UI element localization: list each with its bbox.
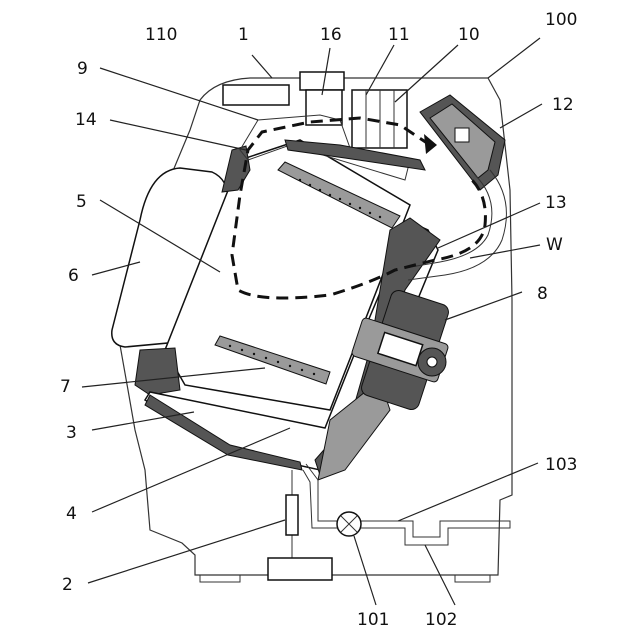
label-6: 6 — [68, 266, 79, 286]
label-4: 4 — [66, 504, 77, 524]
label-3: 3 — [66, 423, 77, 443]
drum-bottom-rim — [135, 348, 180, 395]
damper — [268, 470, 332, 580]
label-7: 7 — [60, 377, 71, 397]
drain-pipe — [303, 464, 510, 545]
airflow-arrow — [424, 134, 437, 154]
label-12: 12 — [552, 95, 574, 115]
label-110: 110 — [145, 25, 177, 45]
label-8: 8 — [537, 284, 548, 304]
label-11: 11 — [388, 25, 410, 45]
label-103: 103 — [545, 455, 577, 475]
front-foot — [200, 575, 240, 582]
label-1: 1 — [238, 25, 249, 45]
label-16: 16 — [320, 25, 342, 45]
label-102: 102 — [425, 610, 457, 630]
label-2: 2 — [62, 575, 73, 595]
rear-foot — [455, 575, 490, 582]
label-100: 100 — [545, 10, 577, 30]
label-101: 101 — [357, 610, 389, 630]
label-9: 9 — [77, 59, 88, 79]
label-13: 13 — [545, 193, 567, 213]
control-panel — [223, 85, 289, 105]
label-14: 14 — [75, 110, 97, 130]
label-10: 10 — [458, 25, 480, 45]
label-W: W — [546, 235, 563, 255]
compressor-box — [300, 72, 344, 90]
drain-valve — [337, 512, 361, 536]
label-5: 5 — [76, 192, 87, 212]
